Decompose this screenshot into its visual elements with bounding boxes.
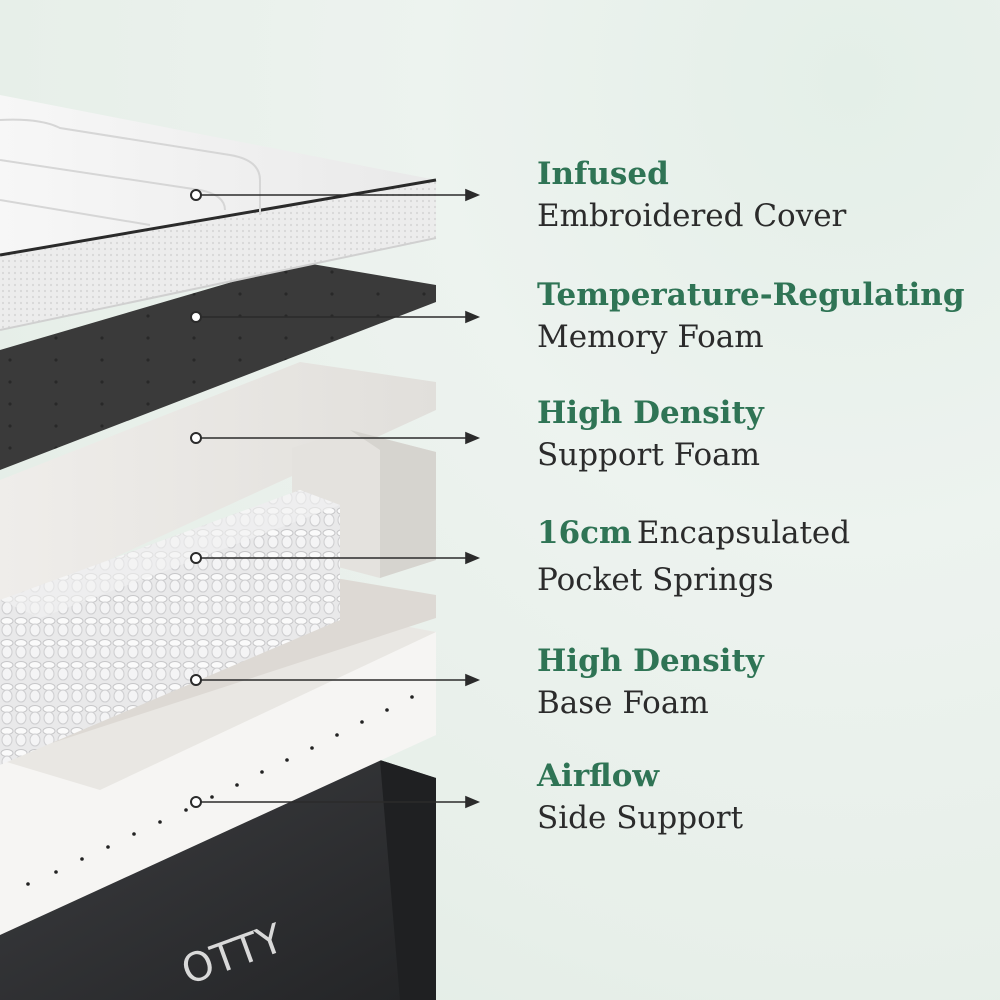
label-support-foam-highlight: High Density — [537, 395, 764, 431]
label-pocket-springs-inline: Encapsulated — [636, 515, 851, 551]
pointer-pocket-springs — [190, 551, 481, 565]
label-side-support-text: Side Support — [537, 800, 744, 836]
memory-foam-layer — [0, 262, 436, 470]
label-side-support: Airflow Side Support — [537, 755, 992, 839]
label-base-foam-text: Base Foam — [537, 685, 709, 721]
base-layer: OTTY — [0, 760, 436, 1000]
pointer-support-foam — [190, 431, 481, 445]
label-base-foam: High Density Base Foam — [537, 640, 992, 724]
base-foam-layer — [0, 612, 436, 935]
label-memory-foam-text: Memory Foam — [537, 319, 764, 355]
label-memory-foam-highlight: Temperature-Regulating — [537, 277, 965, 313]
label-pocket-springs-text: Pocket Springs — [537, 562, 774, 598]
label-memory-foam: Temperature-Regulating Memory Foam — [537, 274, 992, 358]
label-cover-highlight: Infused — [537, 156, 669, 192]
label-cover: Infused Embroidered Cover — [537, 153, 992, 237]
label-base-foam-highlight: High Density — [537, 643, 764, 679]
label-pocket-springs: 16cm Encapsulated Pocket Springs — [537, 512, 992, 601]
label-support-foam: High Density Support Foam — [537, 392, 992, 476]
label-cover-text: Embroidered Cover — [537, 198, 847, 234]
label-pocket-springs-highlight: 16cm — [537, 515, 632, 551]
label-side-support-highlight: Airflow — [537, 758, 660, 794]
label-support-foam-text: Support Foam — [537, 437, 761, 473]
pointer-side-support — [190, 795, 481, 809]
pointer-memory-foam — [190, 310, 481, 324]
cover-layer — [0, 95, 437, 331]
pointer-cover — [190, 188, 481, 202]
pointer-base-foam — [190, 673, 481, 687]
